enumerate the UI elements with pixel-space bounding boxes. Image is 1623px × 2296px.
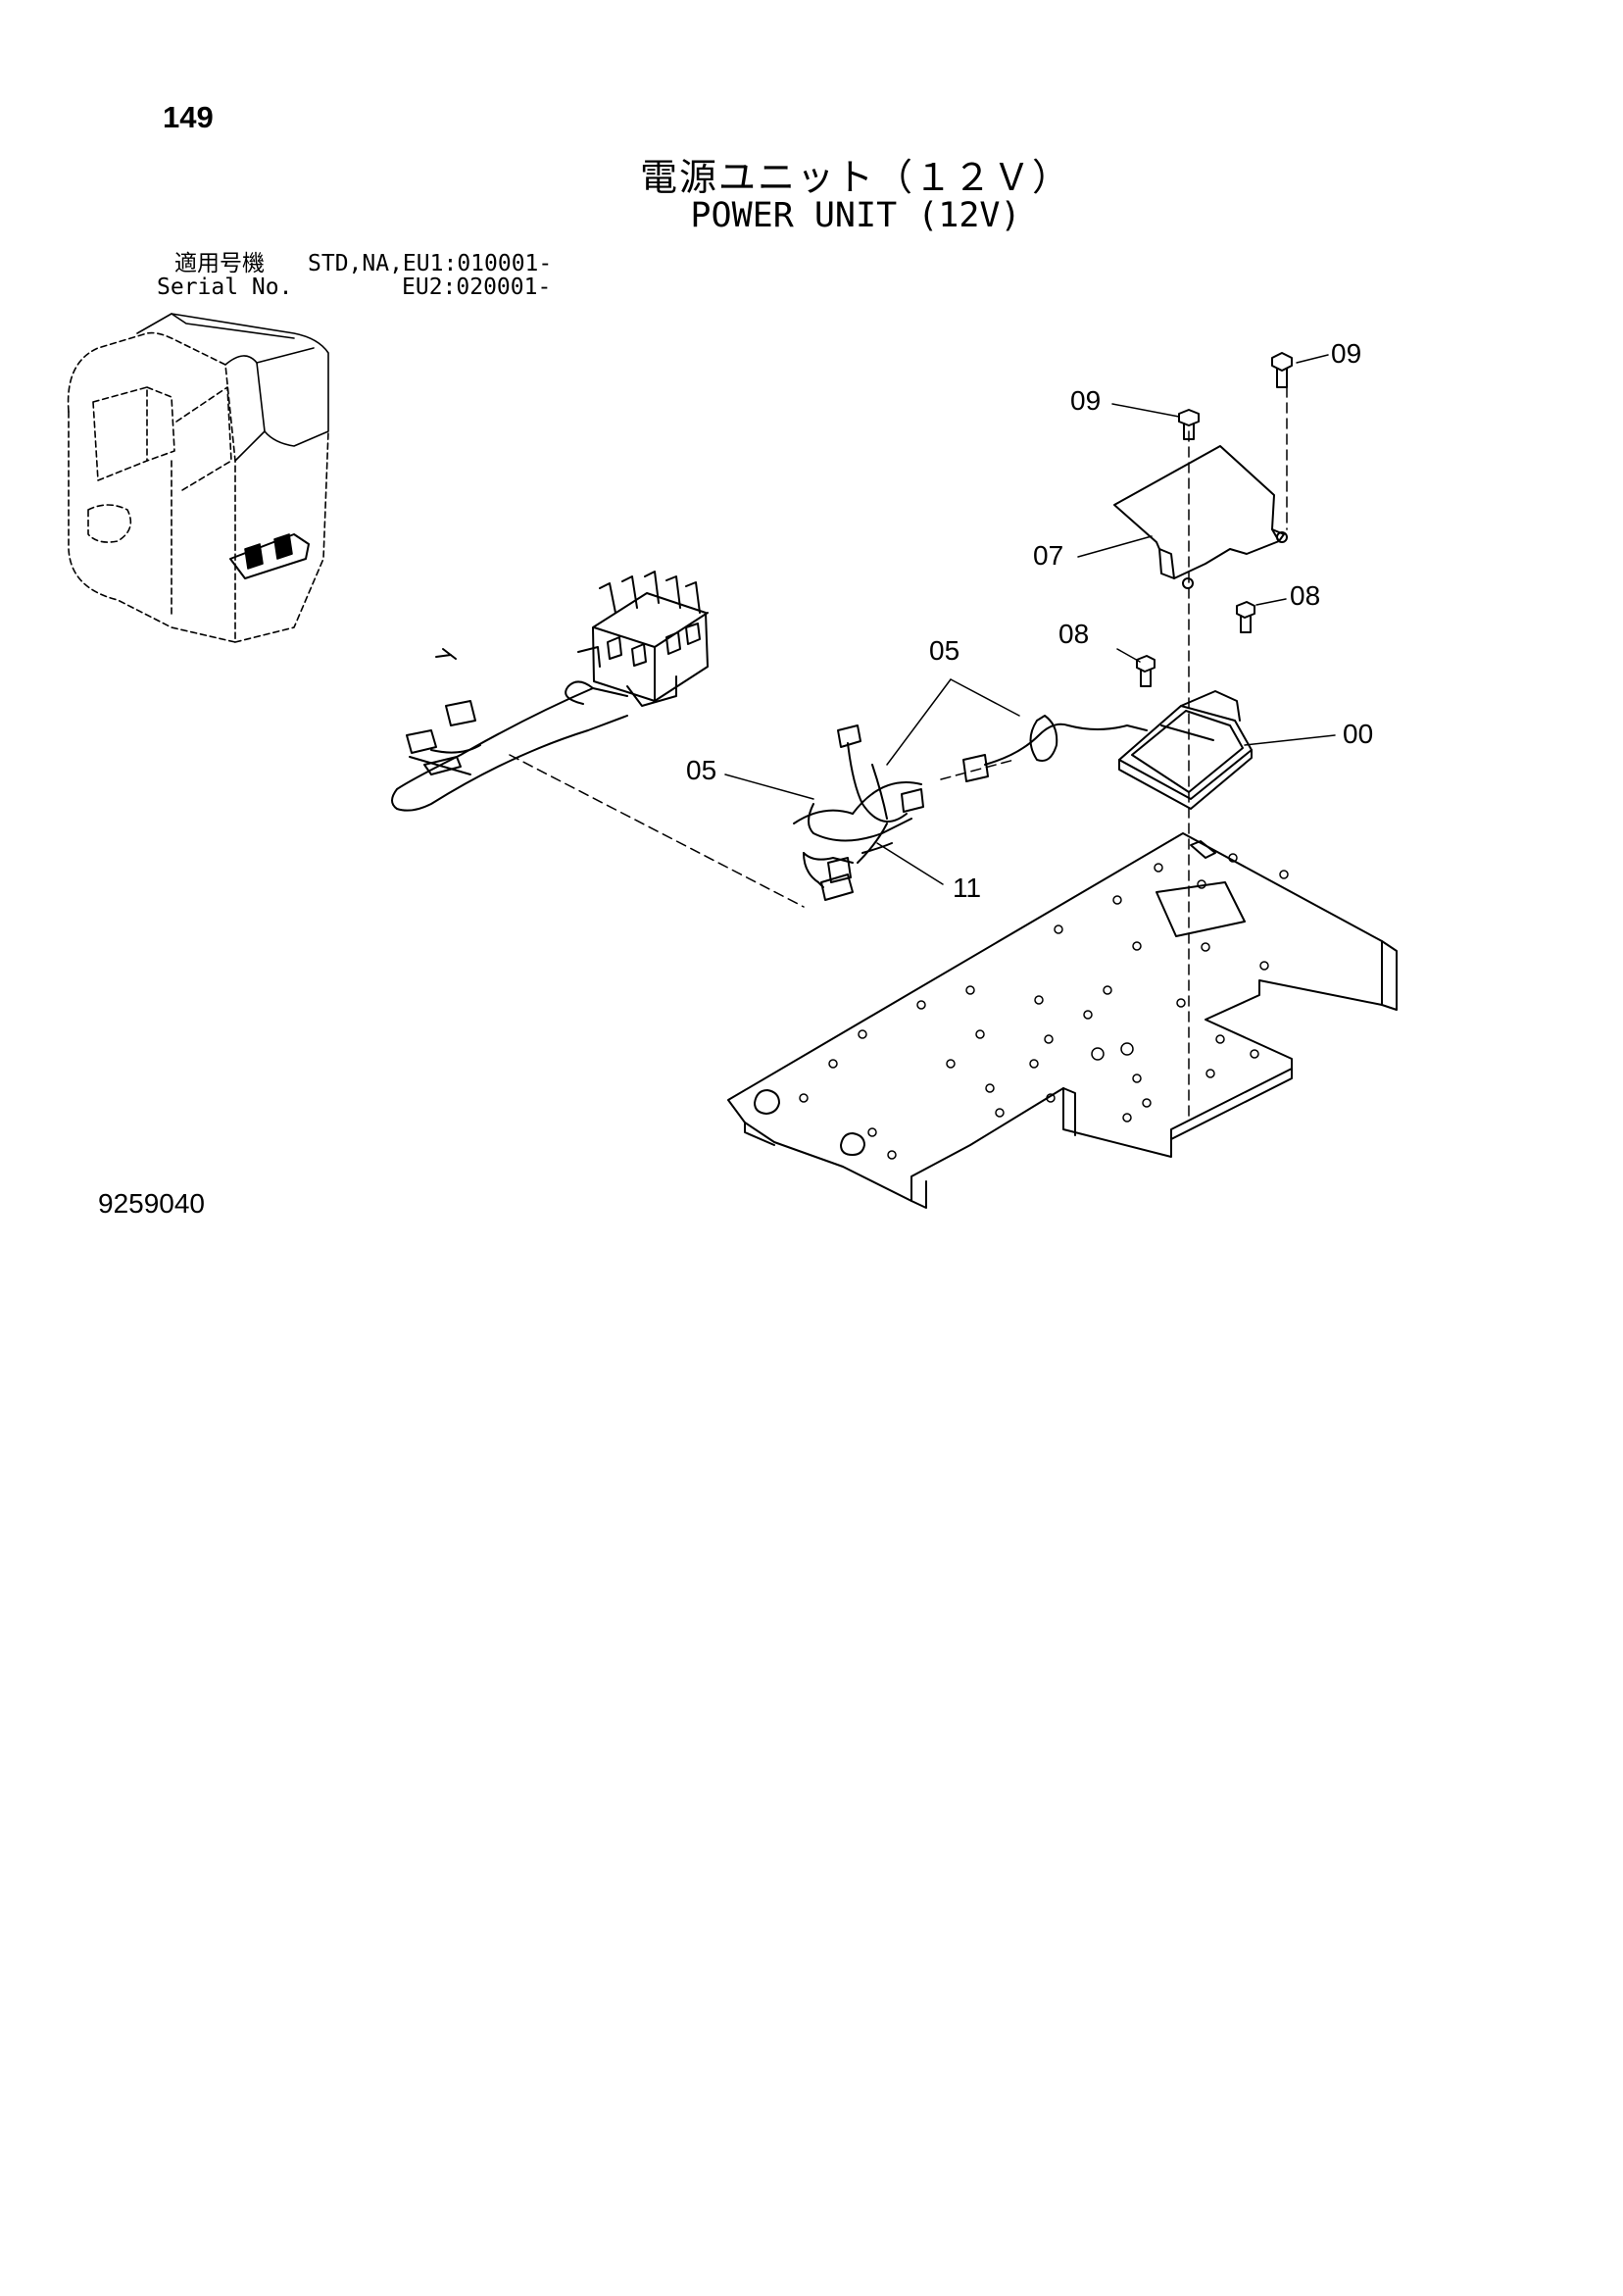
callout-08-left: 08 [1058,619,1089,649]
callout-09-right: 09 [1331,338,1361,369]
page-title-japanese: 電源ユニット（１２Ｖ） [639,156,1071,199]
serial-label-english: Serial No. [157,275,293,300]
page-number: 149 [163,100,214,134]
callout-07: 07 [1033,540,1063,571]
cover-bracket [1113,445,1288,589]
callout-09-left: 09 [1070,385,1101,416]
wiring-harness [793,715,1148,901]
serial-range-1: STD,NA,EU1:010001- [308,251,553,276]
serial-range-2: EU2:020001- [402,275,552,300]
figure-number: 9259040 [98,1188,206,1219]
floor-plate [727,832,1398,1209]
callout-08-right: 08 [1290,580,1320,611]
cab-location-thumbnail [67,313,329,643]
callout-05-top: 05 [929,635,959,666]
power-unit [1118,690,1253,810]
callout-11: 11 [953,873,981,903]
fuse-box-harness [391,571,709,812]
bolts [1136,352,1293,687]
leader-lines-dashed [509,386,1288,1119]
serial-label-japanese: 適用号機 [174,251,265,276]
callout-00: 00 [1343,719,1373,749]
page-title-english: POWER UNIT (12V) [690,196,1021,235]
callout-05-left: 05 [686,755,716,785]
callout-leaders [724,354,1336,885]
